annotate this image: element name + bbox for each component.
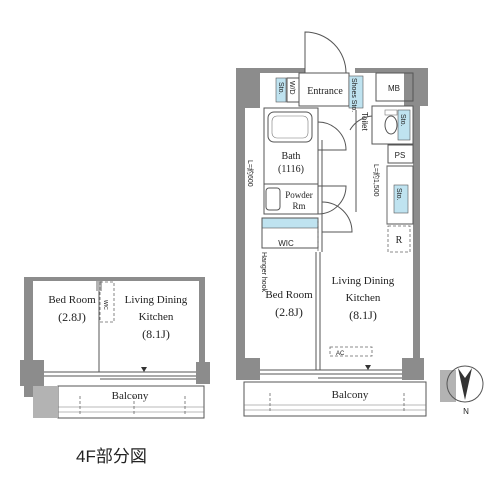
wd-box [286, 77, 300, 103]
main-left-wall [236, 68, 245, 368]
north-arrow-pointer [458, 368, 472, 400]
main-top-wall-right [355, 68, 418, 73]
main-right-pillar [404, 68, 428, 106]
main-left-pillar [240, 68, 260, 108]
partial-top-wall [33, 277, 203, 281]
dim-left-label: L=約600 [246, 160, 255, 187]
partial-wic-outline [99, 281, 115, 323]
toilet-sto-label: Sto. [399, 114, 406, 127]
shoes-sto-label: Shoes Sto. [350, 78, 357, 112]
main-balcony-outline [243, 381, 427, 417]
toilet-sto-box [397, 109, 411, 141]
sto-left-label: Sto. [277, 82, 284, 95]
partial-window-marker [141, 367, 147, 372]
ldk-label-2: Kitchen [346, 292, 381, 304]
north-label: N [463, 407, 469, 416]
partial-balcony-label: Balcony [112, 390, 149, 402]
kitchen-sto-label: Sto. [395, 188, 402, 201]
ldk-label-1: Living Dining [332, 275, 395, 287]
partial-partition-stub [96, 281, 102, 291]
wic-shelf [261, 217, 319, 229]
partial-bedroom-label: Bed Room [48, 294, 96, 306]
main-top-wall [245, 68, 305, 73]
hanger-hook-label: Hanger hook [260, 252, 267, 293]
partial-unit: WIC Bed Room (2.8J) Living Dining Kitche… [20, 277, 210, 419]
partial-left-wall [24, 277, 33, 397]
ps-box [387, 144, 414, 164]
main-bottom-right-pillar [402, 358, 424, 380]
refrigerator-box [387, 225, 411, 253]
ps-label: PS [395, 151, 406, 160]
powder-door-swing [317, 185, 347, 215]
powder-sink [265, 187, 281, 211]
main-unit: MB Entrance Sto. W/D Shoes Sto. Bath (11… [236, 31, 456, 417]
ldk-size: (8.1J) [349, 308, 377, 322]
sto-left-box [275, 77, 287, 103]
right-outer-block [440, 370, 456, 402]
entrance-label: Entrance [307, 86, 343, 97]
bedroom-size: (2.8J) [275, 305, 303, 319]
toilet-label: Toilet [360, 112, 369, 131]
bathtub [267, 111, 313, 143]
floor-label: 4F部分図 [76, 447, 147, 466]
main-right-wall [413, 68, 420, 368]
entrance-door-swing [304, 31, 347, 74]
partial-corner-pillar [20, 360, 44, 386]
bath-size: (1116) [278, 164, 304, 175]
partial-bedroom-size: (2.8J) [58, 310, 86, 324]
partial-ldk-size: (8.1J) [142, 327, 170, 341]
partial-wic-mark: WIC [102, 300, 108, 310]
powder-room [263, 183, 319, 215]
north-arrow: N [446, 365, 484, 416]
toilet-tank [384, 109, 398, 116]
wic-label: WIC [278, 239, 294, 248]
main-bottom-left-pillar [236, 358, 260, 380]
powder-label-1: Powder [285, 190, 313, 200]
ac-label: AC [336, 351, 345, 357]
main-window-marker [365, 365, 371, 370]
kitchen-sto-box [393, 184, 409, 214]
partial-balcony-end [33, 386, 58, 418]
refrigerator-label: R [396, 235, 403, 246]
wd-label: W/D [288, 81, 295, 95]
bedroom-label: Bed Room [265, 289, 313, 301]
toilet-door-swing [349, 115, 373, 144]
bedroom-door-swing [321, 201, 353, 233]
powder-label-2: Rm [292, 201, 305, 211]
mb-label: MB [388, 84, 400, 93]
main-balcony-label: Balcony [332, 389, 369, 401]
bathtub-inner [271, 115, 309, 139]
partial-ldk-label-1: Living Dining [125, 294, 188, 306]
dim-right-label: L=約1,500 [372, 164, 381, 197]
partial-ldk-label-2: Kitchen [139, 311, 174, 323]
partial-right-pillar [196, 362, 210, 384]
shoes-sto-box [348, 75, 364, 109]
partial-right-wall [199, 277, 205, 367]
mb-box [375, 72, 414, 102]
ac-unit [329, 346, 373, 357]
toilet-bowl [384, 115, 398, 135]
north-arrow-circle [446, 365, 484, 403]
bath-door-swing [317, 121, 347, 151]
bath-label: Bath [282, 151, 301, 162]
